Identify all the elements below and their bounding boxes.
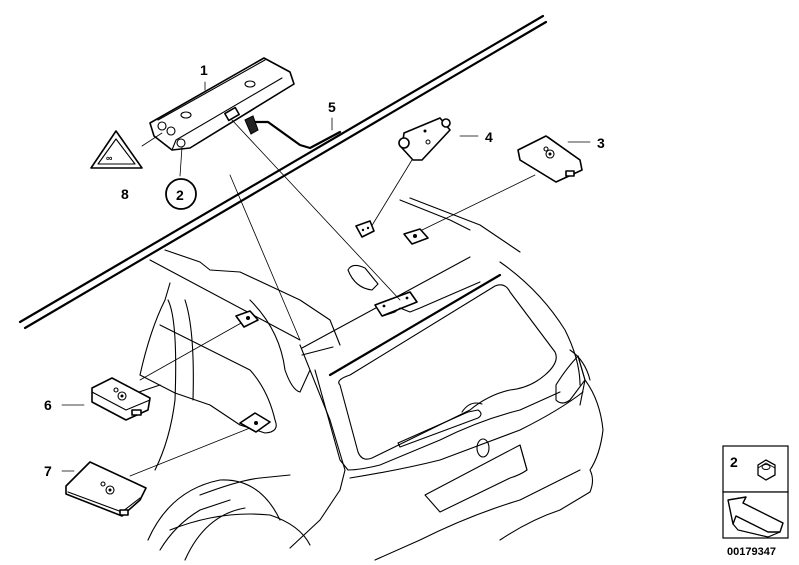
bracket-7 xyxy=(239,412,271,433)
hex-nut-icon xyxy=(757,459,776,481)
part-3-antenna-module xyxy=(517,135,583,183)
legend-box: 2 00179347 xyxy=(722,445,789,558)
callout-6: 6 xyxy=(44,397,52,413)
bracket-3 xyxy=(403,228,429,245)
part-5-antenna-cable xyxy=(244,115,342,150)
callout-2-circle xyxy=(165,178,197,210)
callout-4: 4 xyxy=(485,129,493,145)
legend-item-number: 2 xyxy=(730,454,738,470)
mounting-plate-center xyxy=(347,264,481,317)
part-1-antenna-amplifier xyxy=(149,57,295,151)
part-6-antenna-module xyxy=(91,377,151,421)
part-4-suppression-filter xyxy=(398,117,451,161)
bracket-6 xyxy=(235,310,259,328)
direction-arrow-icon xyxy=(727,496,784,538)
callout-2: 2 xyxy=(176,187,184,203)
part-8-warning-label: ∞ xyxy=(90,130,143,169)
callout-3: 3 xyxy=(597,135,605,151)
callout-8: 8 xyxy=(121,186,129,202)
callout-5: 5 xyxy=(328,99,336,115)
svg-text:∞: ∞ xyxy=(106,153,113,163)
car-body-outline xyxy=(129,197,604,561)
callout-7: 7 xyxy=(44,463,52,479)
callout-1: 1 xyxy=(200,62,208,78)
bracket-4 xyxy=(355,220,375,238)
roof-trim-strip xyxy=(18,14,548,330)
diagram-id: 00179347 xyxy=(727,546,776,558)
part-7-antenna-module xyxy=(65,461,147,517)
callout-labels: 1 2 3 4 5 6 7 8 xyxy=(44,62,605,479)
leader-lines xyxy=(61,81,591,477)
